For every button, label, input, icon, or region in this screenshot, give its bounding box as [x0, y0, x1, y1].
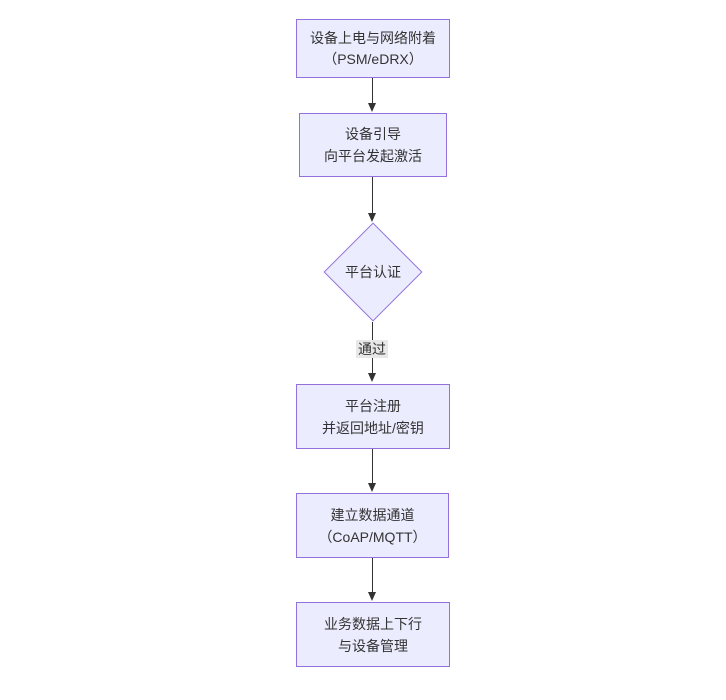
edge-label-pass: 通过 [356, 340, 388, 358]
edge-line [372, 177, 373, 215]
node-label-line: （CoAP/MQTT） [318, 528, 427, 545]
edge-line [372, 449, 373, 485]
node-platform-register: 平台注册 并返回地址/密钥 [296, 384, 450, 449]
node-label-line: 并返回地址/密钥 [322, 419, 424, 436]
node-label-line: 设备上电与网络附着 [310, 29, 436, 46]
node-business-data-management: 业务数据上下行 与设备管理 [296, 602, 450, 667]
node-label-line: 与设备管理 [338, 637, 408, 654]
node-label-line: 建立数据通道 [330, 506, 415, 523]
arrowhead-down-icon [368, 373, 376, 382]
node-label-line: 平台注册 [345, 397, 401, 414]
node-label-line: 设备引导 [345, 126, 401, 142]
arrowhead-down-icon [368, 213, 376, 222]
decision-platform-auth: 平台认证 [323, 222, 423, 322]
node-label-line: 业务数据上下行 [324, 615, 422, 632]
node-label-line: 向平台发起激活 [324, 148, 422, 164]
edge-arrow-attach-to-bootstrap [368, 78, 377, 112]
arrowhead-down-icon [368, 103, 376, 112]
node-device-power-attach: 设备上电与网络附着 （PSM/eDRX） [296, 19, 450, 78]
node-label-line: （PSM/eDRX） [323, 50, 423, 67]
node-label-line: 平台认证 [345, 264, 401, 280]
edge-line [372, 78, 373, 105]
edge-arrow-bootstrap-to-auth [368, 177, 377, 222]
node-device-bootstrap: 设备引导 向平台发起激活 [299, 113, 447, 177]
arrowhead-down-icon [368, 592, 376, 601]
edge-arrow-register-to-channel [368, 449, 377, 492]
edge-line [372, 558, 373, 594]
node-data-channel: 建立数据通道 （CoAP/MQTT） [296, 493, 449, 558]
edge-arrow-channel-to-service [368, 558, 377, 601]
arrowhead-down-icon [368, 483, 376, 492]
